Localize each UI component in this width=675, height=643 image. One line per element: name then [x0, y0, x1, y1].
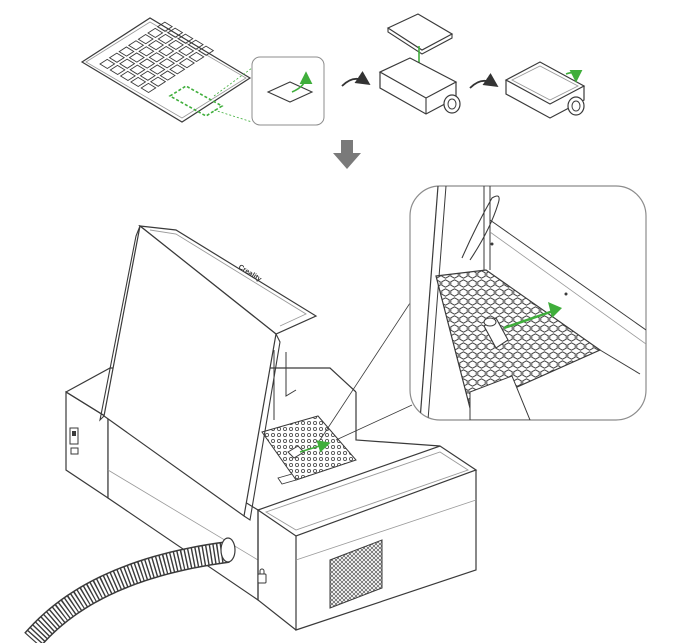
sticker-cell [140, 82, 157, 94]
sticker-cell [130, 76, 147, 88]
down-arrow-icon [333, 140, 361, 169]
sticker-cell [178, 58, 195, 69]
step-2-attach-foot [378, 13, 461, 115]
sticker-cell [138, 58, 156, 69]
sticker-cell [147, 40, 165, 51]
sticker-cell [158, 58, 176, 69]
sticker-cell [167, 39, 184, 51]
sticker-cell [109, 64, 126, 76]
sticker-cell [108, 52, 125, 63]
hose-rings [25, 542, 230, 643]
sticker-cell [169, 64, 186, 75]
sticker-cell [149, 64, 166, 75]
sticker-cell [158, 46, 175, 57]
sticker-cell [139, 70, 156, 81]
sticker-cell [149, 76, 167, 87]
sticker-cell [157, 33, 174, 45]
sticker-cell [99, 58, 116, 70]
curved-arrow-right-icon [341, 71, 371, 87]
sticker-cell [118, 46, 135, 57]
hose-cuff [220, 537, 236, 563]
curved-arrow-right-icon [469, 73, 499, 89]
sticker-cell [127, 40, 145, 51]
sticker-cell [188, 51, 205, 63]
zoom-panel-detail [409, 185, 647, 421]
sticker-cell [197, 45, 215, 56]
exhaust-hose [24, 537, 236, 643]
sticker-cell [167, 27, 184, 38]
green-arrow-icon [503, 308, 557, 330]
sticker-cell [137, 34, 154, 45]
sticker-cell [187, 39, 204, 50]
sticker-cell [168, 52, 185, 63]
sticker-cell [138, 46, 155, 57]
sticker-cell [129, 64, 146, 75]
sticker-cell [177, 33, 194, 44]
sticker-cell [128, 52, 145, 63]
laser-engraver-machine: Creality [24, 224, 478, 643]
sticker-cell [148, 52, 165, 63]
sticker-cell [119, 70, 136, 82]
sticker-cell [156, 21, 173, 32]
sticker-cell [159, 70, 176, 81]
sticker-cell [147, 27, 164, 39]
sticker-cell [178, 45, 195, 57]
step-3-attached-foot [504, 61, 586, 119]
rubber-foot [483, 317, 509, 349]
zoom-panel-peel [213, 56, 325, 126]
sticker-cell [119, 58, 136, 69]
step-1-sticker-sheet [80, 17, 252, 123]
